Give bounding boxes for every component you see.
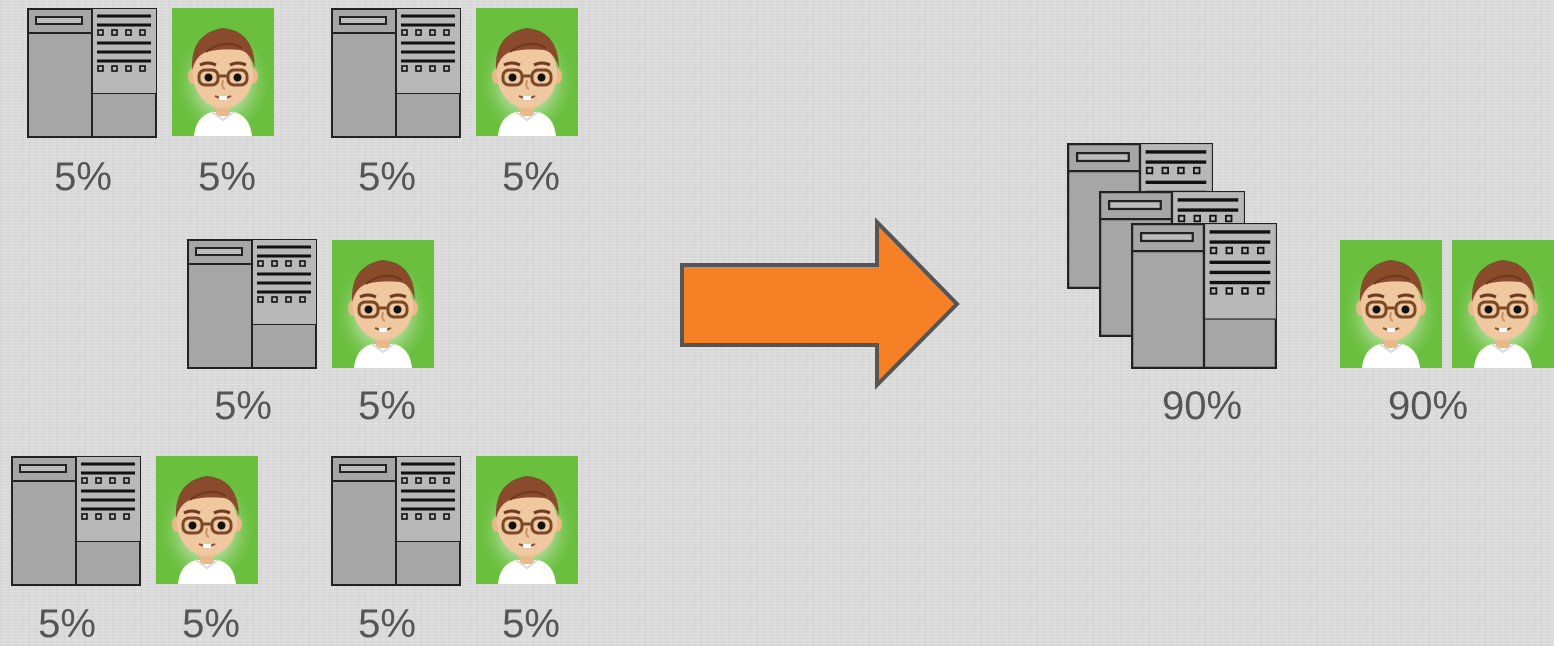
person-share-label: 90% — [1368, 386, 1488, 426]
person-avatar-icon — [156, 456, 258, 584]
server-share-label: 5% — [327, 604, 447, 644]
server-icon — [1131, 223, 1277, 369]
server-icon — [27, 8, 157, 138]
person-avatar-icon — [332, 240, 434, 368]
arrow-right-icon — [672, 212, 972, 397]
server-share-label: 5% — [7, 604, 127, 644]
server-icon — [331, 456, 461, 586]
person-share-label: 5% — [167, 157, 287, 197]
person-avatar-icon — [476, 8, 578, 136]
server-share-label: 5% — [23, 157, 143, 197]
server-share-label: 5% — [327, 157, 447, 197]
server-icon — [187, 239, 317, 369]
person-share-label: 5% — [327, 386, 447, 426]
person-avatar-icon — [1452, 240, 1554, 368]
person-avatar-icon — [476, 456, 578, 584]
server-icon — [11, 456, 141, 586]
server-share-label: 90% — [1142, 386, 1262, 426]
person-share-label: 5% — [471, 157, 591, 197]
server-share-label: 5% — [183, 386, 303, 426]
person-share-label: 5% — [471, 604, 591, 644]
server-icon — [331, 8, 461, 138]
person-avatar-icon — [172, 8, 274, 136]
person-avatar-icon — [1340, 240, 1442, 368]
person-share-label: 5% — [151, 604, 271, 644]
